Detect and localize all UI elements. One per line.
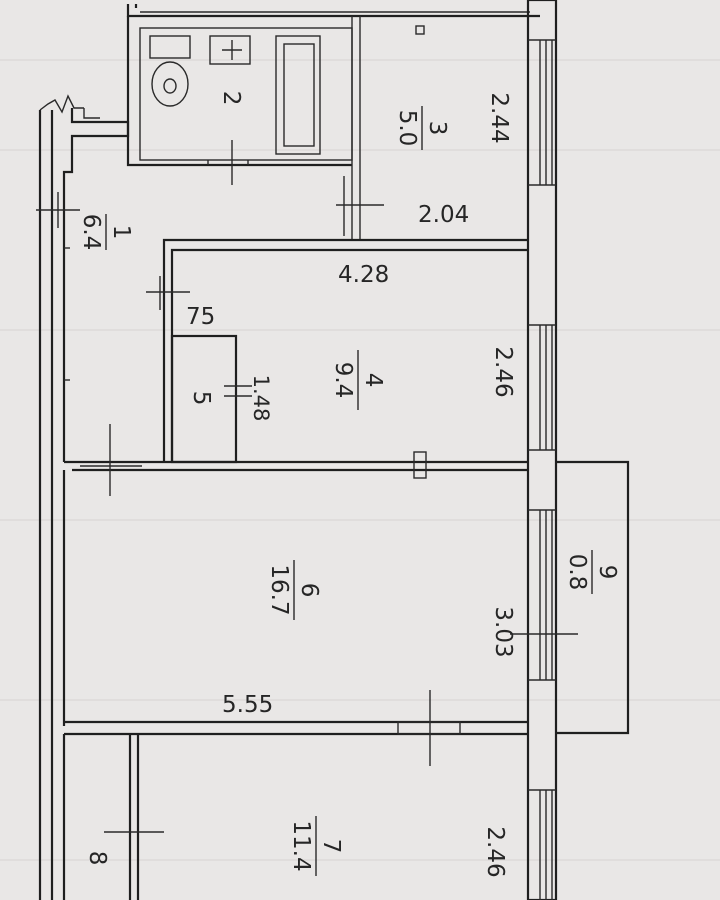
room-6-number: 6 <box>296 583 322 598</box>
room-7-number: 7 <box>318 839 344 854</box>
balcony-outline <box>556 460 630 735</box>
room-4-label: 4 9.4 <box>330 350 386 410</box>
dim-room4-length: 4.28 <box>338 262 389 288</box>
room-3-label: 3 5.0 <box>394 106 450 150</box>
room-4-area: 9.4 <box>330 362 356 399</box>
room-7-label: 7 11.4 <box>288 816 344 876</box>
dim-room6-length: 5.55 <box>222 692 273 718</box>
room-2-label: 2 <box>218 91 244 106</box>
dim-room3-length: 2.44 <box>486 92 512 143</box>
dim-room3-width: 2.04 <box>418 202 469 228</box>
room-8-label: 8 <box>84 851 110 866</box>
room-1-label: 1 6.4 <box>78 214 134 251</box>
svg-text:3.03: 3.03 <box>490 606 516 657</box>
svg-text:2.46: 2.46 <box>482 826 508 877</box>
dim-room7-width: 2.46 <box>482 826 508 877</box>
bathroom-door <box>207 140 249 185</box>
room-6-area: 16.7 <box>266 564 292 615</box>
svg-text:1.48: 1.48 <box>249 375 273 422</box>
window-room3 <box>528 39 556 186</box>
dim-closet-width: 75 <box>186 304 215 330</box>
svg-text:2.46: 2.46 <box>490 346 516 397</box>
corridor-walls <box>36 108 130 462</box>
room-2-number: 2 <box>218 91 244 106</box>
window-room4 <box>528 324 556 451</box>
outer-wall-left <box>38 94 84 900</box>
window-room6 <box>528 509 556 681</box>
dim-room6-width: 3.03 <box>490 606 516 657</box>
room-7-area: 11.4 <box>288 820 314 871</box>
window-room7 <box>528 789 556 900</box>
room-1-area: 6.4 <box>78 214 104 251</box>
room-5-label: 5 <box>188 391 214 406</box>
top-wall <box>126 4 540 18</box>
room-1-number: 1 <box>108 225 134 240</box>
toilet-icon <box>149 35 191 107</box>
room-9-label: 9 0.8 <box>564 550 620 594</box>
outer-wall-right <box>526 0 558 900</box>
dim-room4-width: 2.46 <box>490 346 516 397</box>
room-3-area: 5.0 <box>394 110 420 147</box>
bathroom-walls <box>126 16 361 240</box>
svg-text:2.44: 2.44 <box>486 92 512 143</box>
room-6-label: 6 16.7 <box>266 560 322 620</box>
room-9-number: 9 <box>594 565 620 580</box>
room-9-area: 0.8 <box>564 554 590 591</box>
interior-walls <box>62 25 578 900</box>
dim-closet-length: 1.48 <box>249 375 273 422</box>
room-3-number: 3 <box>424 121 450 136</box>
room-4-number: 4 <box>360 373 386 388</box>
paper-ruling <box>0 59 720 861</box>
room-8-number: 8 <box>84 851 110 866</box>
room-5-number: 5 <box>188 391 214 406</box>
